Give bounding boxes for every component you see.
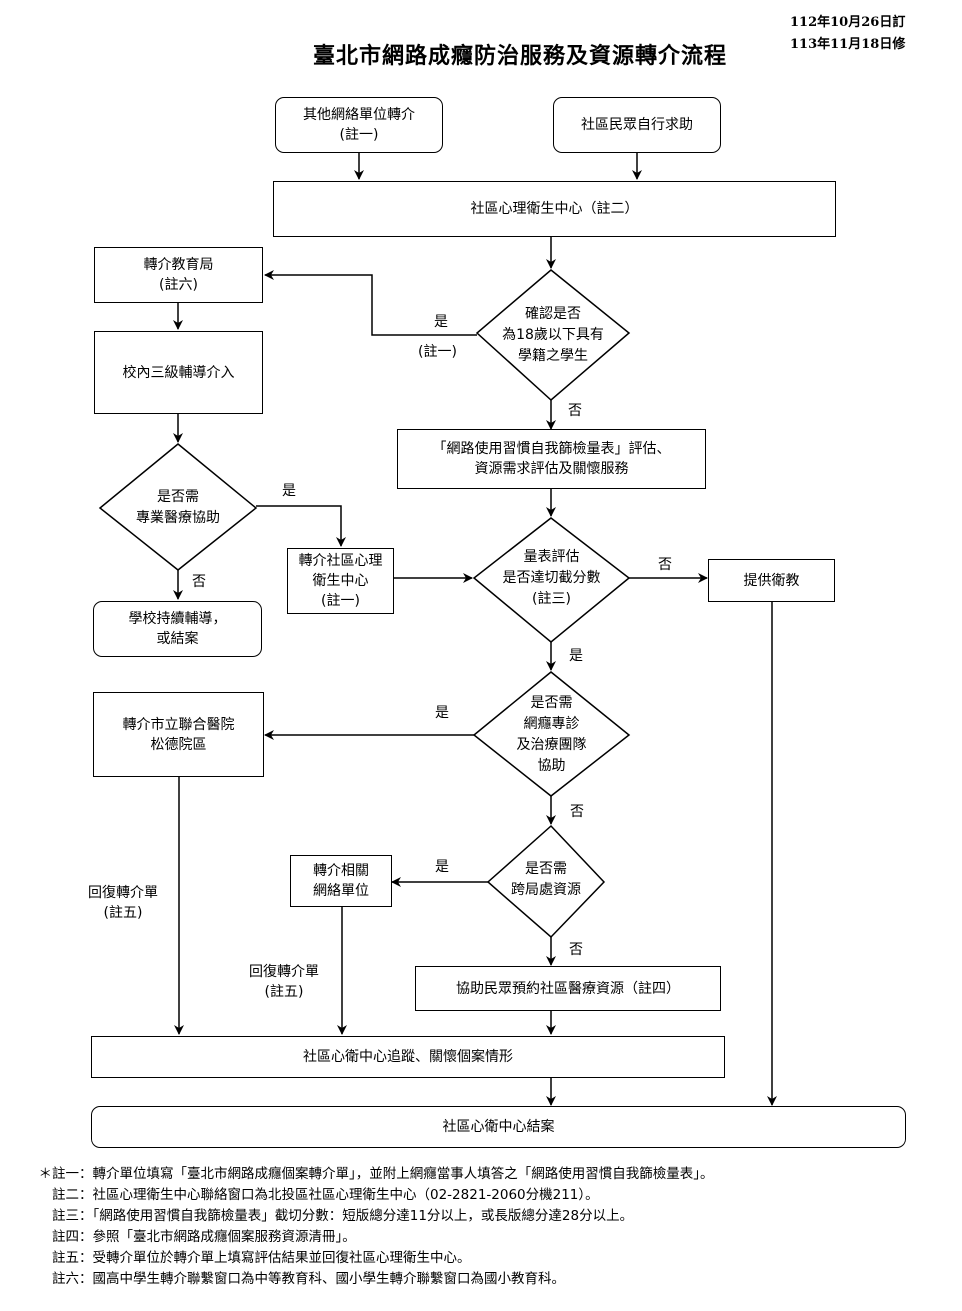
node-provide-health-education[interactable]: 提供衛教 xyxy=(708,559,835,602)
footnote-text: 註一：轉介單位填寫「臺北市網路成癮個案轉介單」，並附上網癮當事人填答之「網路使用… xyxy=(52,1166,714,1182)
node-other-network-referral[interactable]: 其他網絡單位轉介 (註一) xyxy=(275,97,443,153)
date-revised: 113年11月18日修 xyxy=(790,37,906,52)
node-decision-treatment-team[interactable]: 是否需 網癮專診 及治療團隊 協助 xyxy=(516,695,587,774)
node-decision-medical[interactable]: 是否需 專業醫療協助 xyxy=(136,489,220,526)
footnote-text: 註四：參照「臺北市網路成癮個案服務資源清冊」。 xyxy=(52,1229,356,1245)
footnote-text: 註三：「網路使用習慣自我篩檢量表」截切分數：短版總分達11分以上，或長版總分達2… xyxy=(52,1208,634,1224)
label-reply-form-mid: 回復轉介單 (註五) xyxy=(249,964,319,1000)
node-school-continue[interactable]: 學校持續輔導， 或結案 xyxy=(93,601,262,657)
node-refer-education-bureau[interactable]: 轉介教育局 (註六) xyxy=(94,247,263,303)
edge-medical-yes xyxy=(256,505,346,547)
page-title: 臺北市網路成癮防治服務及資源轉介流程 xyxy=(312,43,727,69)
footnote-2: 註二：社區心理衛生中心聯絡窗口為北投區社區心理衛生中心（02-2821-2060… xyxy=(34,1185,714,1206)
asterisk-mark: ＊ xyxy=(38,1166,53,1182)
label-medical-no: 否 xyxy=(192,574,206,590)
label-student-yes: 是 xyxy=(434,314,448,330)
node-decision-cutoff[interactable]: 量表評估 是否達切截分數 (註三) xyxy=(502,548,601,607)
node-tracking-care[interactable]: 社區心衛中心追蹤、關懷個案情形 xyxy=(91,1036,725,1078)
footnote-text: 註六：國高中學生轉介聯繫窗口為中等教育科、國小學生轉介聯繫窗口為國小教育科。 xyxy=(52,1271,565,1287)
revision-dates: 112年10月26日訂 113年11月18日修 xyxy=(790,12,905,56)
footnote-4: 註四：參照「臺北市網路成癮個案服務資源清冊」。 xyxy=(34,1227,714,1248)
label-reply-form-left: 回復轉介單 (註五) xyxy=(88,885,158,921)
label-medical-yes: 是 xyxy=(282,483,296,499)
node-refer-songde-hospital[interactable]: 轉介市立聯合醫院 松德院區 xyxy=(93,692,264,777)
node-case-closed[interactable]: 社區心衛中心結案 xyxy=(91,1106,906,1148)
footnote-6: 註六：國高中學生轉介聯繫窗口為中等教育科、國小學生轉介聯繫窗口為國小教育科。 xyxy=(34,1269,714,1290)
node-refer-related-network[interactable]: 轉介相關 網絡單位 xyxy=(290,855,392,907)
footnotes: ＊註一：轉介單位填寫「臺北市網路成癮個案轉介單」，並附上網癮當事人填答之「網路使… xyxy=(34,1164,714,1290)
edge-student-yes xyxy=(264,270,477,336)
label-student-no: 否 xyxy=(568,403,582,419)
node-decision-student[interactable]: 確認是否 為18歲以下具有 學籍之學生 xyxy=(502,305,604,364)
node-assist-booking[interactable]: 協助民眾預約社區醫療資源（註四） xyxy=(415,966,721,1011)
footnote-1: ＊註一：轉介單位填寫「臺北市網路成癮個案轉介單」，並附上網癮當事人填答之「網路使… xyxy=(34,1164,714,1185)
label-treatment-yes: 是 xyxy=(435,705,449,721)
footnote-5: 註五：受轉介單位於轉介單上填寫評估結果並回復社區心理衛生中心。 xyxy=(34,1248,714,1269)
label-cross-yes: 是 xyxy=(435,859,449,875)
label-student-yes-note: (註一) xyxy=(418,344,457,360)
node-school-three-level[interactable]: 校內三級輔導介入 xyxy=(94,331,263,414)
node-decision-cross-agency[interactable]: 是否需 跨局處資源 xyxy=(511,861,581,898)
node-assessment-service[interactable]: 「網路使用習慣自我篩檢量表」評估、 資源需求評估及關懷服務 xyxy=(397,429,706,489)
footnote-text: 註二：社區心理衛生中心聯絡窗口為北投區社區心理衛生中心（02-2821-2060… xyxy=(52,1187,599,1203)
node-community-mh-center[interactable]: 社區心理衛生中心（註二） xyxy=(273,181,836,237)
label-cross-no: 否 xyxy=(569,942,583,958)
footnote-text: 註五：受轉介單位於轉介單上填寫評估結果並回復社區心理衛生中心。 xyxy=(52,1250,471,1266)
node-community-self-help[interactable]: 社區民眾自行求助 xyxy=(553,97,721,153)
label-treatment-no: 否 xyxy=(570,804,584,820)
node-refer-community-mh[interactable]: 轉介社區心理 衛生中心 (註一) xyxy=(287,548,394,614)
footnote-3: 註三：「網路使用習慣自我篩檢量表」截切分數：短版總分達11分以上，或長版總分達2… xyxy=(34,1206,714,1227)
label-cutoff-yes: 是 xyxy=(569,648,583,664)
date-created: 112年10月26日訂 xyxy=(790,15,906,30)
label-cutoff-no: 否 xyxy=(658,557,672,573)
